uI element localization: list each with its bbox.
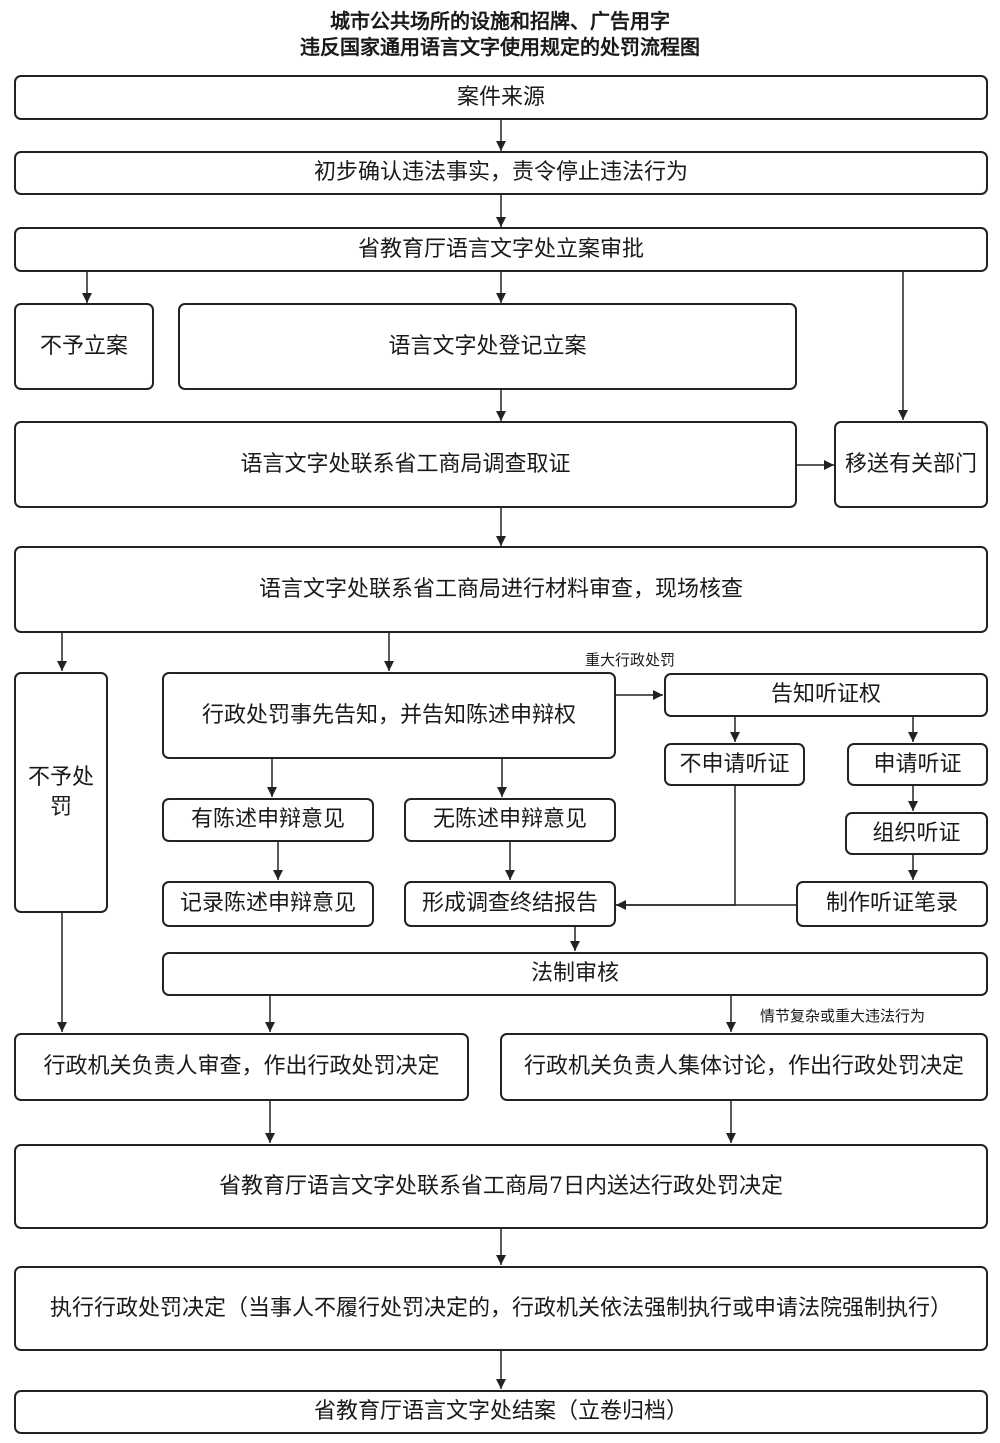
investigate-box: 语言文字处联系省工商局调查取证: [14, 421, 797, 508]
preliminary-confirm-box: 初步确认违法事实，责令停止违法行为: [14, 151, 988, 195]
legal-review-box: 法制审核: [162, 952, 988, 996]
no-filing-box: 不予立案: [14, 303, 154, 390]
hearing-right-box: 告知听证权: [664, 673, 988, 717]
case-source-box: 案件来源: [14, 75, 988, 120]
collective-discussion-box: 行政机关负责人集体讨论，作出行政处罚决定: [500, 1033, 988, 1101]
organize-hearing-box: 组织听证: [845, 812, 988, 855]
record-defense-box: 记录陈述申辩意见: [162, 881, 374, 927]
deliver-decision-box: 省教育厅语言文字处联系省工商局7日内送达行政处罚决定: [14, 1144, 988, 1229]
major-penalty-note: 重大行政处罚: [585, 651, 676, 669]
diagram-title-line1: 城市公共场所的设施和招牌、广告用字: [330, 9, 670, 33]
apply-hearing-box: 申请听证: [847, 743, 988, 786]
close-case-box: 省教育厅语言文字处结案（立卷归档）: [14, 1390, 988, 1434]
final-report-box: 形成调查终结报告: [404, 881, 616, 927]
no-defense-box: 无陈述申辩意见: [404, 798, 616, 842]
head-review-box: 行政机关负责人审查，作出行政处罚决定: [14, 1033, 469, 1101]
prior-notice-box: 行政处罚事先告知，并告知陈述申辩权: [162, 672, 616, 759]
diagram-title-line2: 违反国家通用语言文字使用规定的处罚流程图: [300, 35, 700, 59]
no-hearing-box: 不申请听证: [664, 743, 805, 786]
transfer-box: 移送有关部门: [834, 421, 988, 508]
complex-case-note: 情节复杂或重大违法行为: [760, 1007, 926, 1025]
hearing-record-box: 制作听证笔录: [796, 881, 988, 927]
execute-decision-box: 执行行政处罚决定（当事人不履行处罚决定的，行政机关依法强制执行或申请法院强制执行…: [14, 1266, 988, 1351]
no-penalty-box: 不予处罚: [14, 672, 108, 913]
has-defense-box: 有陈述申辩意见: [162, 798, 374, 842]
register-filing-box: 语言文字处登记立案: [178, 303, 797, 390]
material-review-box: 语言文字处联系省工商局进行材料审查，现场核查: [14, 546, 988, 633]
filing-approval-box: 省教育厅语言文字处立案审批: [14, 227, 988, 272]
